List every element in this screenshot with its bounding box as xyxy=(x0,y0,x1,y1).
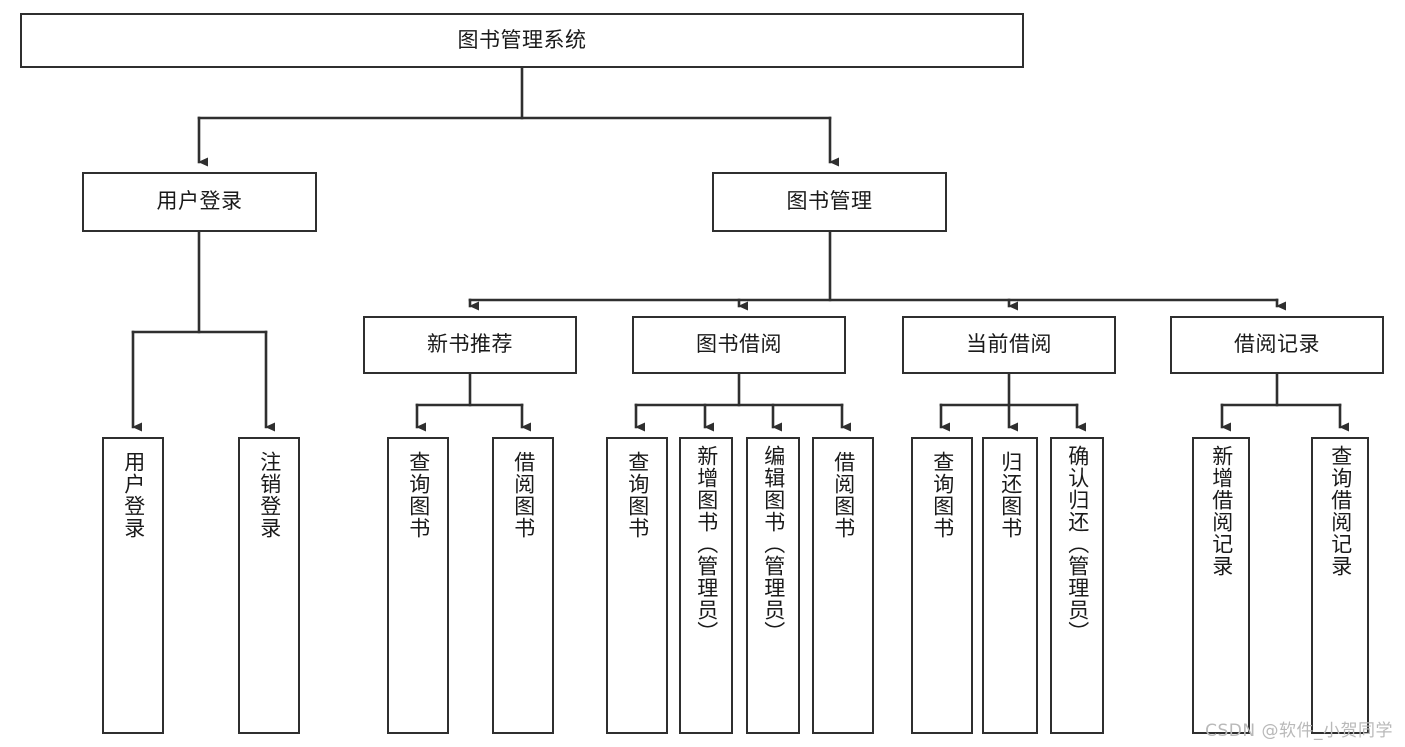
node-borrow-records-label: 借阅记录 xyxy=(1234,332,1320,357)
watermark-text: CSDN @软件_小贺同学 xyxy=(1205,721,1393,741)
node-book-management[interactable]: 图书管理 xyxy=(712,172,947,232)
leaf-borrow-book-recommend[interactable]: 借阅图书 xyxy=(492,437,554,734)
node-root-label: 图书管理系统 xyxy=(457,27,587,52)
leaf-confirm-return-admin[interactable]: 确认归还（管理员） xyxy=(1050,437,1104,734)
node-root-library-system[interactable]: 图书管理系统 xyxy=(20,13,1024,68)
leaf-query-book-recommend-label: 查询图书 xyxy=(406,451,431,539)
leaf-borrow-book-borrow-label: 借阅图书 xyxy=(831,451,856,539)
leaf-logout-login-label: 注销登录 xyxy=(257,451,282,539)
leaf-add-book-admin[interactable]: 新增图书（管理员） xyxy=(679,437,733,734)
node-current-borrow-label: 当前借阅 xyxy=(966,332,1052,357)
leaf-add-borrow-record[interactable]: 新增借阅记录 xyxy=(1192,437,1250,734)
leaf-add-book-admin-label: 新增图书（管理员） xyxy=(694,445,719,643)
leaf-query-book-current[interactable]: 查询图书 xyxy=(911,437,973,734)
leaf-return-book-label: 归还图书 xyxy=(998,451,1023,539)
node-book-borrow[interactable]: 图书借阅 xyxy=(632,316,846,374)
leaf-add-borrow-record-label: 新增借阅记录 xyxy=(1209,445,1234,577)
node-current-borrow[interactable]: 当前借阅 xyxy=(902,316,1116,374)
leaf-borrow-book-recommend-label: 借阅图书 xyxy=(511,451,536,539)
leaf-logout-login[interactable]: 注销登录 xyxy=(238,437,300,734)
leaf-query-book-borrow[interactable]: 查询图书 xyxy=(606,437,668,734)
leaf-query-book-borrow-label: 查询图书 xyxy=(625,451,650,539)
leaf-query-borrow-record[interactable]: 查询借阅记录 xyxy=(1311,437,1369,734)
leaf-edit-book-admin-label: 编辑图书（管理员） xyxy=(761,445,786,643)
leaf-return-book[interactable]: 归还图书 xyxy=(982,437,1038,734)
node-book-borrow-label: 图书借阅 xyxy=(696,332,782,357)
node-new-book-recommend[interactable]: 新书推荐 xyxy=(363,316,577,374)
leaf-query-borrow-record-label: 查询借阅记录 xyxy=(1328,445,1353,577)
node-user-login-label: 用户登录 xyxy=(156,189,243,214)
leaf-query-book-current-label: 查询图书 xyxy=(930,451,955,539)
node-new-book-recommend-label: 新书推荐 xyxy=(427,332,513,357)
node-book-management-label: 图书管理 xyxy=(786,189,873,214)
leaf-user-login[interactable]: 用户登录 xyxy=(102,437,164,734)
leaf-borrow-book-borrow[interactable]: 借阅图书 xyxy=(812,437,874,734)
node-borrow-records[interactable]: 借阅记录 xyxy=(1170,316,1384,374)
leaf-query-book-recommend[interactable]: 查询图书 xyxy=(387,437,449,734)
leaf-edit-book-admin[interactable]: 编辑图书（管理员） xyxy=(746,437,800,734)
leaf-user-login-label: 用户登录 xyxy=(121,451,146,539)
leaf-confirm-return-admin-label: 确认归还（管理员） xyxy=(1065,445,1090,643)
node-user-login[interactable]: 用户登录 xyxy=(82,172,317,232)
